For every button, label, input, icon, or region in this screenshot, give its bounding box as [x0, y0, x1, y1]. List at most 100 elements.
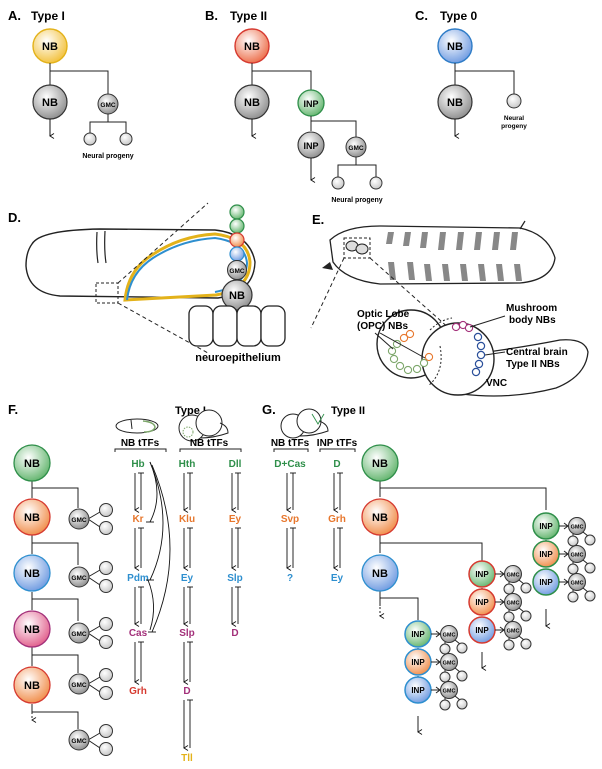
nb-cas-stage — [13, 610, 51, 648]
nb-label: NB — [24, 568, 40, 580]
ttf-grh: Grh — [129, 686, 147, 697]
panel-c-title: Type 0 — [440, 9, 477, 23]
opc-nb-label: Optic Lobe — [357, 309, 410, 320]
ttf-svp: Svp — [281, 514, 299, 525]
gmc-label: GMC — [229, 268, 244, 275]
nb-label: NB — [42, 41, 58, 53]
mini-brain-icon — [178, 409, 229, 442]
neural-progeny-label: Neural progeny — [82, 153, 133, 160]
panel-b: B. Type II NB NB INP INP GMC Neural prog… — [205, 8, 383, 204]
ttf-d: D — [183, 686, 190, 697]
neural-progeny-label: progeny — [501, 123, 527, 130]
opc-nb-label: (OPC) NBs — [357, 321, 409, 332]
brain-lobes — [376, 309, 589, 397]
gmc-label: GMC — [571, 553, 584, 559]
type2-lineage — [379, 481, 547, 686]
gmc — [440, 681, 458, 699]
neuron — [439, 671, 451, 683]
panel-e-letter: E. — [312, 212, 324, 227]
gmc-label: GMC — [71, 682, 86, 689]
neuron — [520, 582, 532, 594]
ttf-grh: Grh — [328, 514, 346, 525]
nb-ttfs-header: NB tTFs — [271, 438, 310, 449]
nb-label: NB — [372, 458, 388, 470]
neuron — [584, 590, 596, 602]
gmc-label: GMC — [443, 633, 456, 639]
gmc-label: GMC — [71, 738, 86, 745]
larva-outline — [322, 220, 556, 285]
panel-f-title: Type I — [175, 405, 206, 417]
inp-label: INP — [539, 522, 553, 531]
ttf-tll: Tll — [181, 753, 193, 764]
nb-label: NB — [24, 680, 40, 692]
ttf-unknown: ? — [287, 573, 293, 584]
neuron — [119, 132, 133, 146]
stacked-progeny-cell — [229, 232, 245, 248]
panel-d: D. GMC NB neuroepithelium — [8, 202, 286, 364]
nb-label: NB — [244, 97, 260, 109]
gmc-label: GMC — [348, 145, 363, 152]
inp-label: INP — [475, 570, 489, 579]
gmc — [440, 625, 458, 643]
nb-label: NB — [372, 568, 388, 580]
gmc-label: GMC — [507, 573, 520, 579]
ttf-ey: Ey — [229, 514, 242, 525]
neuron — [331, 176, 345, 190]
neuron — [567, 563, 579, 575]
ttf-slp: Slp — [227, 573, 243, 584]
neuron — [456, 698, 468, 710]
gmc-label: GMC — [507, 601, 520, 607]
neuron — [439, 643, 451, 655]
neuron — [584, 534, 596, 546]
mini-brain-icon — [280, 408, 329, 439]
panel-a: A. Type I NB NB GMC Neural progeny — [8, 8, 134, 160]
stacked-progeny-cell — [229, 204, 245, 220]
panel-c-letter: C. — [415, 8, 428, 23]
stacked-progeny-cell — [229, 218, 245, 234]
panel-f: F. Type I NB tTFs NB tTFs — [8, 402, 243, 764]
inp-label: INP — [539, 550, 553, 559]
cascade-arrows — [134, 461, 241, 751]
gmc — [68, 508, 90, 530]
gmc-label: GMC — [571, 581, 584, 587]
inp-label: INP — [303, 141, 318, 151]
nb-label: NB — [244, 41, 260, 53]
gmc-label: GMC — [71, 575, 86, 582]
gmc — [68, 673, 90, 695]
panel-f-letter: F. — [8, 402, 18, 417]
neuron — [520, 638, 532, 650]
panel-a-letter: A. — [8, 8, 21, 23]
ttf-d-cas: D+Cas — [274, 459, 306, 470]
nb-label: NB — [229, 290, 245, 302]
nb-pdm-stage — [13, 554, 51, 592]
mini-embryo-icon — [115, 418, 159, 434]
ttf-dll: Dll — [229, 459, 242, 470]
nb-label: NB — [42, 97, 58, 109]
gmc — [568, 573, 586, 591]
ttf-pdm: Pdm — [127, 573, 149, 584]
neurons — [99, 503, 113, 756]
panel-e: E. — [310, 212, 589, 397]
neuroblast — [221, 279, 253, 311]
neuron — [567, 535, 579, 547]
neuroepithelium-label: neuroepithelium — [195, 352, 281, 364]
nb-label: NB — [372, 512, 388, 524]
nb-ttfs-header: NB tTFs — [121, 438, 160, 449]
gmc-label: GMC — [71, 631, 86, 638]
inp-label: INP — [411, 658, 425, 667]
central-brain-nb-label: Type II NBs — [506, 359, 560, 370]
neuron — [456, 642, 468, 654]
panel-a-title: Type I — [31, 9, 65, 23]
inp-label: INP — [539, 578, 553, 587]
inp-label: INP — [303, 99, 318, 109]
nb-label: NB — [24, 458, 40, 470]
ttf-kr: Kr — [132, 514, 143, 525]
panel-b-title: Type II — [230, 9, 267, 23]
embryo-outline — [25, 228, 256, 302]
neuron — [456, 670, 468, 682]
gmc-label: GMC — [443, 661, 456, 667]
nb-label: NB — [447, 41, 463, 53]
panel-c: C. Type 0 NB NB Neural progeny — [415, 8, 527, 139]
neuron — [369, 176, 383, 190]
